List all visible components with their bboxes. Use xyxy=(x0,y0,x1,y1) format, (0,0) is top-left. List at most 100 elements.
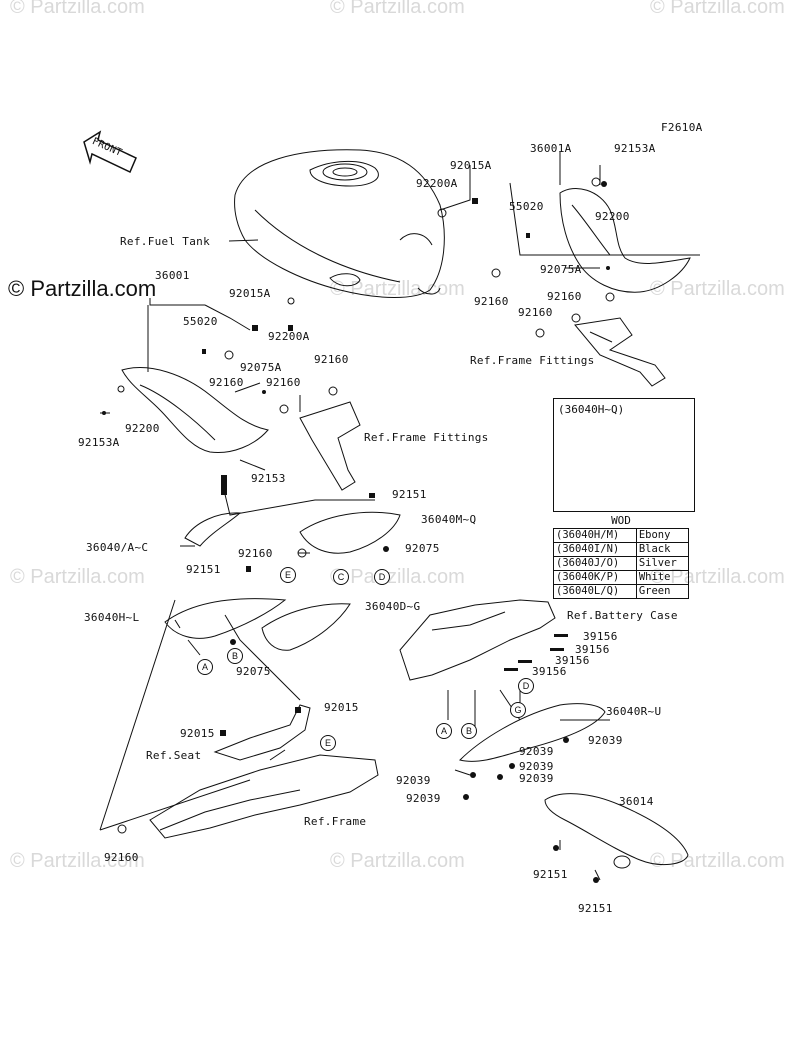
part-label: 92151 xyxy=(533,868,568,881)
part-label: 92160 xyxy=(547,290,582,303)
table-cell-color: Black xyxy=(635,542,690,557)
fuel-tank-ref: Ref.Fuel Tank xyxy=(120,235,210,248)
callout-marker: C xyxy=(333,569,349,585)
callout-marker: G xyxy=(510,702,526,718)
part-label: 92015 xyxy=(180,727,215,740)
frame-fittings-ref-left: Ref.Frame Fittings xyxy=(364,431,489,444)
callout-marker: B xyxy=(227,648,243,664)
battery-case-ref: Ref.Battery Case xyxy=(567,609,678,622)
inset-title: (36040H~Q) xyxy=(558,403,625,416)
upper-cover-left-shape xyxy=(121,367,269,454)
callout-marker: D xyxy=(374,569,390,585)
part-label: 92200A xyxy=(268,330,310,343)
part-label: 92039 xyxy=(396,774,431,787)
part-label: 92151 xyxy=(186,563,221,576)
part-label: 36040/A~C xyxy=(86,541,149,554)
part-label: 36040H~L xyxy=(84,611,140,624)
watermark: © Partzilla.com xyxy=(330,850,465,872)
part-label: 92075 xyxy=(405,542,440,555)
rear-frame-shape xyxy=(149,754,379,839)
diagram-id: F2610A xyxy=(661,121,703,134)
callout-marker: E xyxy=(280,567,296,583)
seat-ref: Ref.Seat xyxy=(146,749,202,762)
part-label: 36040M~Q xyxy=(421,513,477,526)
part-label: 36040D~G xyxy=(365,600,421,613)
rear-cover-shape xyxy=(459,703,606,762)
part-label: 92200A xyxy=(416,177,458,190)
side-cover-small-shape xyxy=(184,512,242,547)
watermark: © Partzilla.com xyxy=(650,278,785,300)
part-label: 36001A xyxy=(530,142,572,155)
watermark: © Partzilla.com xyxy=(650,0,785,18)
part-label: 92015A xyxy=(229,287,271,300)
fuel-tank-shape xyxy=(234,149,445,298)
callout-marker: E xyxy=(320,735,336,751)
watermark: © Partzilla.com xyxy=(10,566,145,588)
part-label: 36001 xyxy=(155,269,190,282)
part-label: 92160 xyxy=(518,306,553,319)
frame-fitting-left-shape xyxy=(299,401,361,491)
part-label: 92153A xyxy=(78,436,120,449)
part-label: 92160 xyxy=(104,851,139,864)
table-cell-part: (36040H/M) xyxy=(553,528,637,543)
part-label: 92075A xyxy=(540,263,582,276)
table-cell-color: Green xyxy=(635,584,690,599)
table-row: (36040I/N) Black xyxy=(553,542,690,557)
part-label: 92160 xyxy=(474,295,509,308)
chain-guard-shape xyxy=(544,793,689,869)
part-label: 92160 xyxy=(238,547,273,560)
part-label: 36040R~U xyxy=(606,705,662,718)
table-row: (36040L/Q) Green xyxy=(553,584,690,599)
frame-ref: Ref.Frame xyxy=(304,815,367,828)
part-label: 92200 xyxy=(125,422,160,435)
part-label: 92039 xyxy=(406,792,441,805)
part-label: 39156 xyxy=(583,630,618,643)
part-label: 92039 xyxy=(519,772,554,785)
part-label: 92015 xyxy=(324,701,359,714)
part-label: 55020 xyxy=(509,200,544,213)
table-cell-part: (36040J/O) xyxy=(553,556,637,571)
seat-bracket-shape xyxy=(213,704,311,761)
tail-cover-left-shape xyxy=(164,598,287,639)
part-label: 92151 xyxy=(578,902,613,915)
part-label: 36014 xyxy=(619,795,654,808)
part-label: 92075A xyxy=(240,361,282,374)
part-label: 92160 xyxy=(314,353,349,366)
part-label: 92015A xyxy=(450,159,492,172)
table-cell-color: White xyxy=(635,570,690,585)
part-label: 92153 xyxy=(251,472,286,485)
callout-marker: A xyxy=(197,659,213,675)
inset-box: (36040H~Q) xyxy=(553,398,695,512)
front-arrow-icon xyxy=(83,130,137,174)
watermark: © Partzilla.com xyxy=(10,850,145,872)
table-row: (36040K/P) White xyxy=(553,570,690,585)
part-label: 92153A xyxy=(614,142,656,155)
part-label: 92160 xyxy=(266,376,301,389)
table-cell-part: (36040K/P) xyxy=(553,570,637,585)
watermark: © Partzilla.com xyxy=(650,850,785,872)
color-code-table: WOD (36040H/M) Ebony (36040I/N) Black (3… xyxy=(553,514,690,599)
part-label: 92039 xyxy=(519,745,554,758)
table-cell-part: (36040L/Q) xyxy=(553,584,637,599)
callout-marker: B xyxy=(461,723,477,739)
watermark: © Partzilla.com xyxy=(330,566,465,588)
part-label: 92039 xyxy=(588,734,623,747)
part-label: 92039 xyxy=(519,760,554,773)
callout-marker: A xyxy=(436,723,452,739)
upper-cover-right-shape xyxy=(559,188,691,293)
part-label: 39156 xyxy=(532,665,567,678)
tail-cover-right-shape xyxy=(299,511,401,554)
part-label: 55020 xyxy=(183,315,218,328)
watermark: © Partzilla.com xyxy=(330,0,465,18)
part-label: 92075 xyxy=(236,665,271,678)
battery-case-shape xyxy=(399,599,556,681)
frame-fitting-right-shape xyxy=(574,317,666,387)
watermark: © Partzilla.com xyxy=(10,0,145,18)
callout-marker: D xyxy=(518,678,534,694)
color-table-header: WOD xyxy=(611,514,631,527)
table-cell-color: Ebony xyxy=(635,528,690,543)
part-label: 92200 xyxy=(595,210,630,223)
table-row: (36040J/O) Silver xyxy=(553,556,690,571)
